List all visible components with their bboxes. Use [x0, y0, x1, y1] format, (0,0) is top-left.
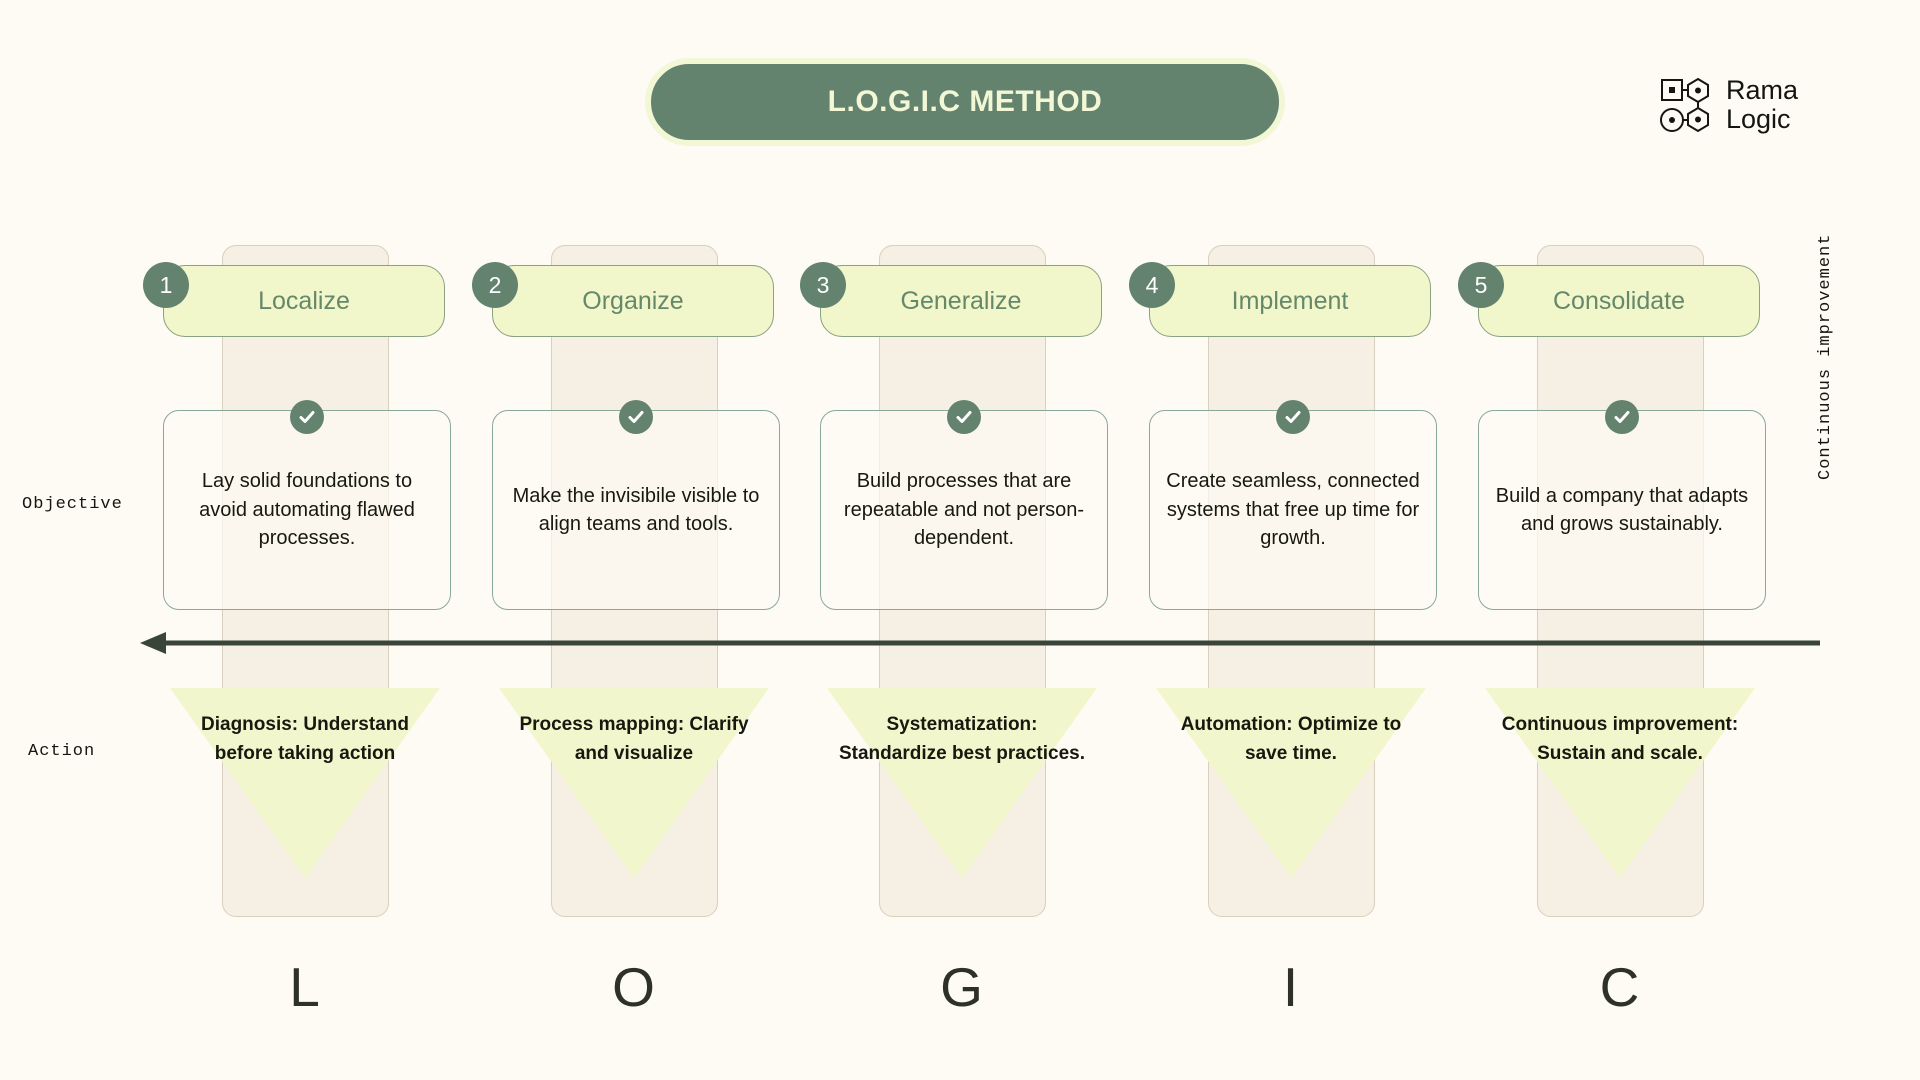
continuous-improvement-label: Continuous improvement: [1816, 233, 1835, 480]
step-header-pill-4[interactable]: Implement: [1149, 265, 1431, 337]
objective-row-label: Objective: [22, 495, 123, 514]
objective-text-4: Create seamless, connected systems that …: [1166, 470, 1420, 550]
step-name-5: Consolidate: [1552, 286, 1686, 315]
objective-text-5: Build a company that adapts and grows su…: [1495, 484, 1749, 535]
step-header-pill-1[interactable]: Localize: [163, 265, 445, 337]
step-number-1: 1: [159, 271, 173, 298]
action-text-5: Continuous improvement: Sustain and scal…: [1501, 714, 1739, 765]
action-text-3: Systematization: Standardize best practi…: [838, 714, 1086, 765]
action-text-1: Diagnosis: Understand before taking acti…: [201, 714, 409, 765]
funnel-shape-1: [170, 688, 440, 878]
continuous-flow-arrow-icon: [140, 632, 1820, 654]
logo-text-line-1: Rama: [1726, 74, 1799, 105]
objective-card-4: Create seamless, connected systems that …: [1149, 410, 1437, 610]
check-badge-5: [1605, 400, 1639, 434]
check-badge-2: [619, 400, 653, 434]
acronym-letter-1: L: [289, 956, 320, 1018]
step-number-badge-5: 5: [1458, 262, 1504, 308]
step-number-5: 5: [1474, 271, 1488, 298]
step-header-pill-3[interactable]: Generalize: [820, 265, 1102, 337]
check-icon: [956, 411, 972, 423]
step-number-badge-1: 1: [143, 262, 189, 308]
acronym-letter-3: G: [940, 956, 983, 1018]
step-name-4: Implement: [1231, 286, 1349, 315]
step-number-2: 2: [488, 271, 502, 298]
objective-card-1: Lay solid foundations to avoid automatin…: [163, 410, 451, 610]
action-text-2: Process mapping: Clarify and visualize: [519, 714, 749, 765]
step-header-pill-2[interactable]: Organize: [492, 265, 774, 337]
step-name-2: Organize: [582, 286, 684, 315]
acronym-letter-2: O: [612, 956, 655, 1018]
step-number-4: 4: [1145, 271, 1159, 298]
objective-text-1: Lay solid foundations to avoid automatin…: [199, 470, 415, 550]
action-text-4: Automation: Optimize to save time.: [1180, 714, 1402, 765]
check-icon: [299, 411, 315, 423]
check-icon: [1614, 411, 1630, 423]
rama-logic-mark-icon: [1660, 77, 1709, 133]
objective-card-3: Build processes that are repeatable and …: [820, 410, 1108, 610]
page-title: L.O.G.I.C METHOD: [827, 85, 1103, 118]
funnel-shape-3: [827, 688, 1097, 878]
funnel-shape-5: [1485, 688, 1755, 878]
acronym-letter-5: C: [1599, 956, 1640, 1018]
step-header-pill-5[interactable]: Consolidate: [1478, 265, 1760, 337]
check-badge-4: [1276, 400, 1310, 434]
step-number-3: 3: [816, 271, 830, 298]
brand-logo: Rama Logic: [1660, 70, 1880, 140]
funnel-shape-2: [499, 688, 769, 878]
action-row-label: Action: [28, 742, 96, 761]
objective-text-2: Make the invisibile visible to align tea…: [512, 484, 760, 535]
check-icon: [628, 411, 644, 423]
step-name-1: Localize: [258, 286, 350, 315]
step-number-badge-2: 2: [472, 262, 518, 308]
check-badge-1: [290, 400, 324, 434]
acronym-letter-4: I: [1282, 956, 1299, 1018]
step-number-badge-4: 4: [1129, 262, 1175, 308]
check-badge-3: [947, 400, 981, 434]
objective-text-3: Build processes that are repeatable and …: [843, 470, 1085, 550]
step-name-3: Generalize: [900, 286, 1022, 315]
objective-card-2: Make the invisibile visible to align tea…: [492, 410, 780, 610]
objective-card-5: Build a company that adapts and grows su…: [1478, 410, 1766, 610]
method-title-badge: L.O.G.I.C METHOD: [645, 58, 1285, 146]
logo-text-line-2: Logic: [1726, 104, 1791, 134]
check-icon: [1285, 411, 1301, 423]
step-number-badge-3: 3: [800, 262, 846, 308]
funnel-shape-4: [1156, 688, 1426, 878]
